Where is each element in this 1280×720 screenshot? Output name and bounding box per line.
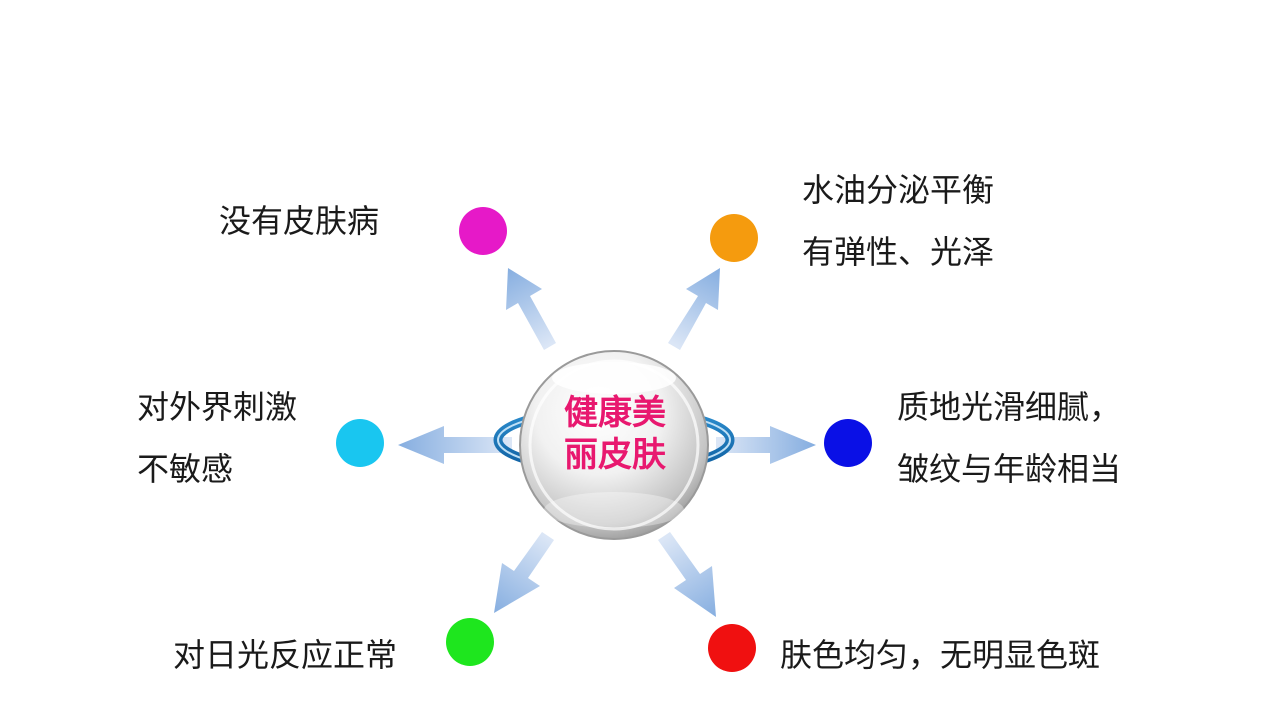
dot-top-left [459, 207, 507, 255]
arrow-bottom-left [494, 532, 554, 613]
label-bottom-left: 对日光反应正常 [173, 624, 397, 686]
label-top-left-line-1: 没有皮肤病 [219, 202, 380, 240]
label-bottom-left-line-1: 对日光反应正常 [173, 636, 398, 674]
label-bottom-right-line-1: 肤色均匀，无明显色斑 [780, 636, 1101, 674]
center-emblem [493, 350, 735, 540]
dot-top-right [710, 214, 758, 262]
arrow-middle-right [716, 426, 816, 464]
dot-bottom-right [708, 624, 756, 672]
label-top-right-line-2: 有弹性、光泽 [802, 233, 995, 271]
dot-bottom-left [446, 618, 494, 666]
arrow-bottom-right [658, 532, 716, 617]
label-middle-right-line-2: 皱纹与年龄相当 [897, 450, 1122, 488]
center-title: 健康美 丽皮肤 [520, 392, 710, 476]
label-middle-left: 对外界刺激 不敏感 [137, 376, 297, 500]
label-middle-right-line-1: 质地光滑细腻， [897, 388, 1122, 426]
label-bottom-right: 肤色均匀，无明显色斑 [780, 624, 1100, 686]
arrow-top-left [506, 268, 556, 350]
label-middle-left-line-2: 不敏感 [137, 450, 234, 488]
label-middle-left-line-1: 对外界刺激 [137, 388, 298, 426]
center-title-line-2: 丽皮肤 [564, 435, 666, 475]
arrow-top-right [668, 268, 720, 350]
label-top-right: 水油分泌平衡 有弹性、光泽 [802, 159, 994, 283]
center-title-line-1: 健康美 [564, 393, 666, 433]
label-top-left: 没有皮肤病 [219, 190, 379, 252]
dot-middle-left [336, 419, 384, 467]
arrow-middle-left [398, 426, 512, 464]
label-top-right-line-1: 水油分泌平衡 [802, 171, 995, 209]
label-middle-right: 质地光滑细腻， 皱纹与年龄相当 [897, 376, 1121, 500]
dot-middle-right [824, 419, 872, 467]
